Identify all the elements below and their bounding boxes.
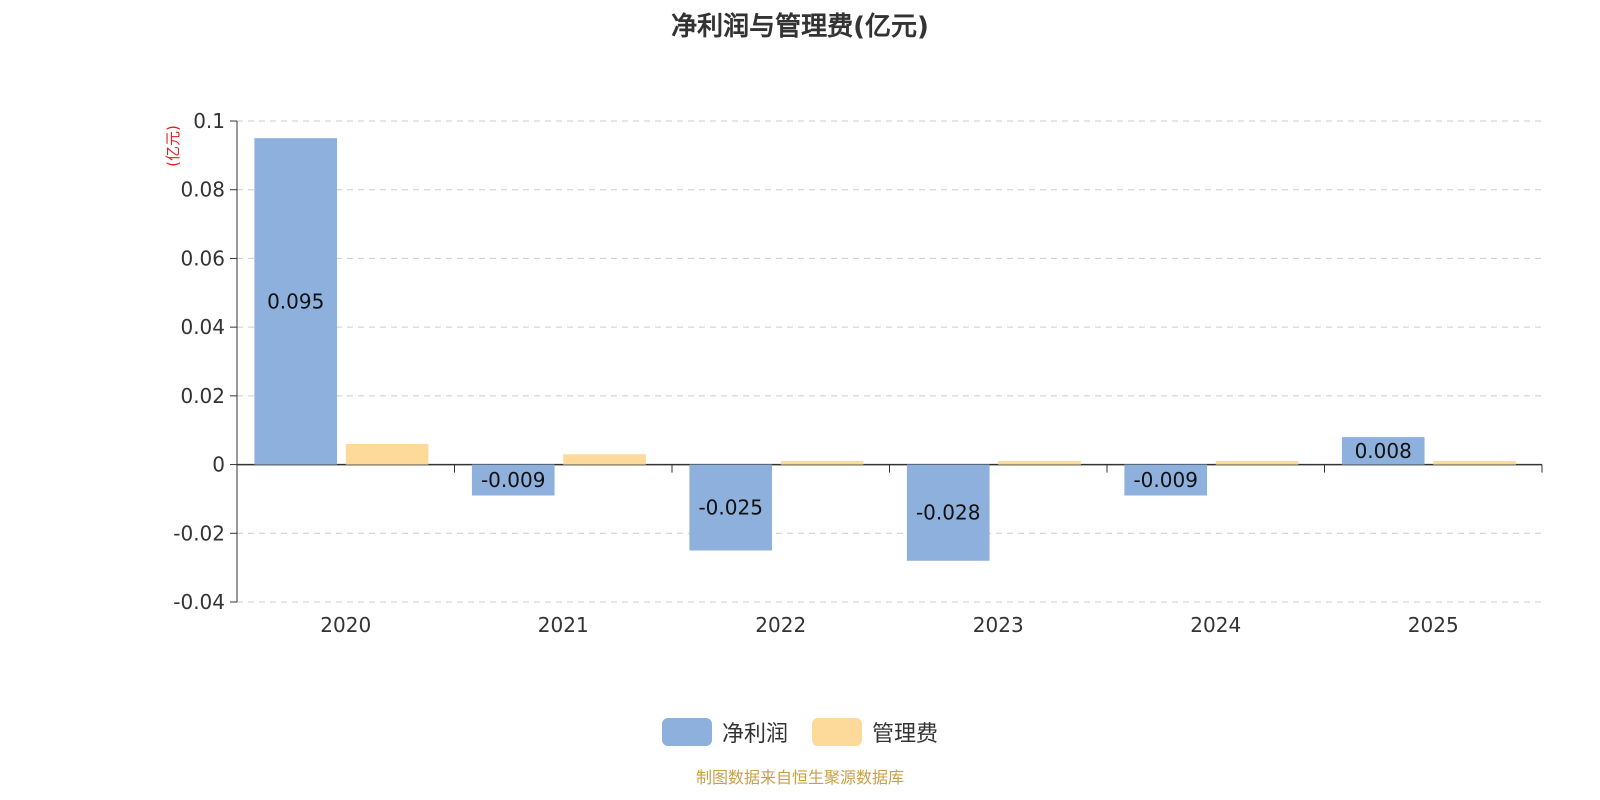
x-tick-label: 2021 [538,613,589,637]
legend-item-net-profit[interactable]: 净利润 [661,716,788,748]
legend-label-admin-expense: 管理费 [872,722,939,747]
x-tick-label: 2020 [320,613,371,637]
y-tick-label: 0.1 [193,109,225,133]
grid-lines [237,120,1542,603]
y-tick-label: -0.02 [173,521,225,545]
x-tick-label: 2023 [973,613,1024,637]
bar-admin-expense [563,454,646,465]
bar-net-profit [1341,437,1425,465]
data-label: 0.008 [1355,439,1412,463]
legend-item-admin-expense[interactable]: 管理费 [812,716,938,748]
y-tick-label: -0.04 [173,590,225,614]
y-tick-label: 0.02 [180,384,225,408]
legend-swatch-admin-expense [812,718,862,746]
legend-swatch-net-profit [661,718,712,746]
y-tick-label: 0.06 [180,246,225,270]
bar-admin-expense [998,461,1081,465]
y-axis-label: (亿元) [164,125,182,167]
axes: -0.04 -0.02 0 0.02 0.04 0.06 0.08 0.1 2020 2021 20… [173,109,1543,637]
data-label: -0.025 [698,496,762,520]
legend-label-net-profit: 净利润 [721,722,788,747]
data-label: -0.028 [916,501,980,525]
y-tick-label: 0.08 [180,178,225,202]
chart-title: 净利润与管理费(亿元) [671,12,929,42]
x-tick-label: 2022 [755,613,806,637]
bar-net-profit [906,464,990,561]
y-tick-label: 0 [212,453,225,477]
x-tick-label: 2025 [1408,613,1459,637]
bar-admin-expense [345,443,429,465]
bar-net-profit [689,464,773,551]
source-note: 制图数据来自恒生聚源数据库 [695,768,904,787]
x-tick-label: 2024 [1190,613,1241,637]
legend: 净利润 管理费 [0,716,1600,748]
data-label: 0.095 [267,289,324,313]
bar-admin-expense [1215,461,1299,465]
y-tick-label: 0.04 [180,315,225,339]
data-label: -0.009 [1133,468,1197,492]
bar-admin-expense [780,461,864,465]
bar-net-profit [1124,464,1208,496]
bar-net-profit [471,464,555,496]
data-labels: 0.095 -0.009 -0.025 -0.028 -0.009 0.008 [267,289,1412,524]
data-label: -0.009 [481,468,545,492]
bar-admin-expense [1433,461,1516,465]
bars [254,138,1516,561]
bar-net-profit [254,138,338,465]
